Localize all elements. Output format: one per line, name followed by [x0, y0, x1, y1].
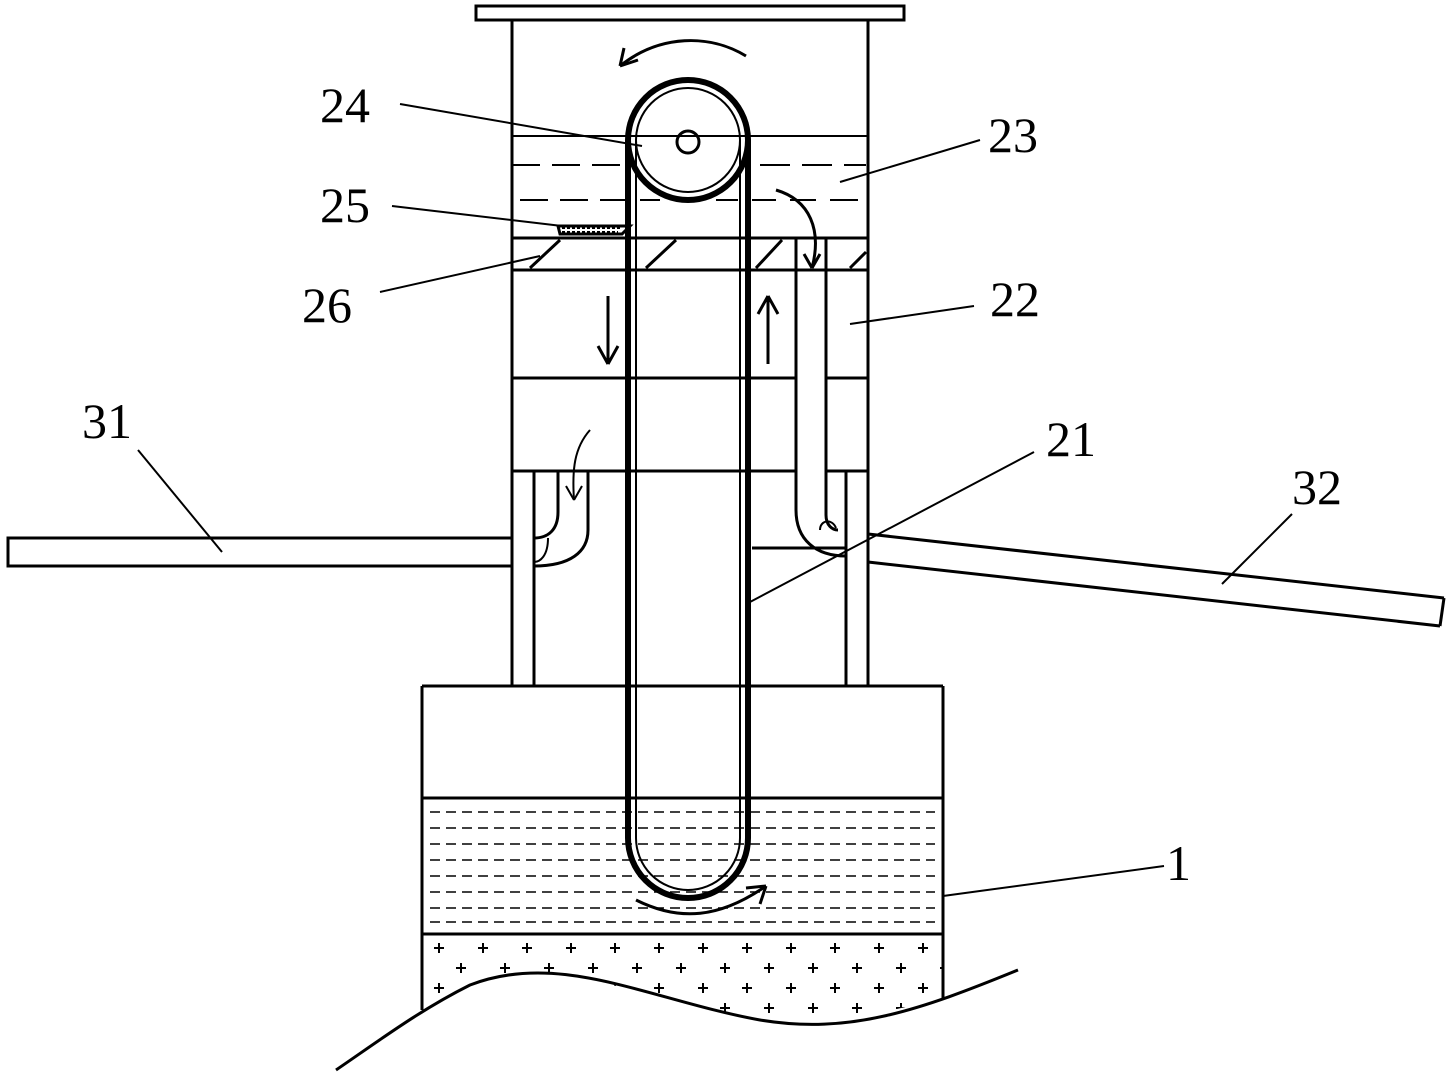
upper-water-chamber — [512, 135, 868, 201]
inlet-pipe — [6, 536, 514, 568]
leader-lines — [137, 103, 1293, 897]
label-25: 25 — [320, 177, 370, 233]
top-cover-plate — [474, 4, 906, 22]
ground-line — [335, 968, 1019, 1072]
return-pipe — [794, 238, 847, 558]
outlet-pipe — [867, 532, 1446, 628]
scraper-blade — [556, 224, 634, 236]
label-21: 21 — [1046, 411, 1096, 467]
conveyor-belt — [625, 140, 751, 901]
label-23: 23 — [988, 107, 1038, 163]
label-26: 26 — [302, 277, 352, 333]
label-31: 31 — [82, 393, 132, 449]
label-32: 32 — [1292, 459, 1342, 515]
label-24: 24 — [320, 77, 370, 133]
label-22: 22 — [990, 271, 1040, 327]
tank-liquid — [430, 811, 935, 923]
label-1: 1 — [1166, 835, 1191, 891]
flow-arrows — [565, 39, 822, 916]
drive-wheel — [625, 77, 751, 203]
filter-layer — [510, 376, 870, 473]
separator-plate — [512, 236, 868, 272]
drain-elbow — [533, 471, 590, 568]
